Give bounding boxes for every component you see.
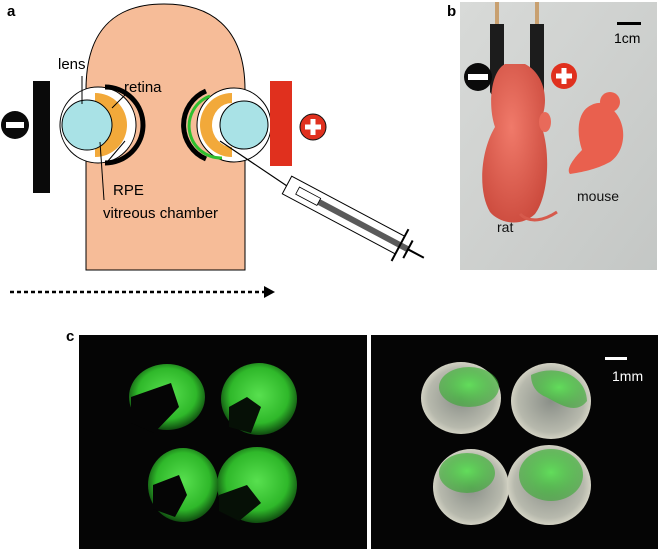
- scale-bar-b: [617, 22, 641, 25]
- label-retina: retina: [124, 79, 162, 96]
- panel-c-brightfield-image: [371, 335, 658, 549]
- panel-b-letter: b: [447, 3, 457, 20]
- fluorescent-retina: [129, 364, 205, 433]
- label-lens: lens: [58, 56, 86, 73]
- merged-retina: [511, 363, 591, 439]
- merged-retina: [433, 449, 509, 525]
- rat-image: [482, 64, 558, 223]
- plus-icon: [551, 63, 577, 89]
- label-mouse: mouse: [577, 188, 620, 204]
- scale-label-c: 1mm: [612, 368, 644, 384]
- panel-a-diagram: [1, 3, 425, 298]
- panel-c-letter: c: [66, 328, 75, 345]
- fluorescent-retina: [217, 447, 297, 523]
- plus-icon: [299, 113, 327, 141]
- right-eye: [181, 87, 272, 163]
- label-vitreous-chamber: vitreous chamber: [103, 205, 219, 222]
- fluorescent-retina: [221, 363, 297, 435]
- negative-electrode: [33, 81, 50, 193]
- positive-electrode: [270, 81, 292, 166]
- panel-a-letter: a: [7, 3, 16, 20]
- panel-c-fluorescence-image: [79, 335, 367, 549]
- label-rat: rat: [497, 219, 514, 235]
- label-rpe: RPE: [113, 182, 144, 199]
- minus-icon: [1, 111, 29, 139]
- lens-shape: [61, 99, 113, 151]
- panel-b-photo: [460, 2, 657, 270]
- merged-retina: [421, 362, 501, 434]
- arrow-icon: [10, 286, 275, 298]
- left-eye: [59, 84, 146, 166]
- scale-label-b: 1cm: [614, 30, 641, 46]
- mouse-image: [568, 92, 624, 174]
- syringe-icon: [219, 140, 425, 262]
- merged-retina: [507, 445, 591, 525]
- minus-icon: [464, 63, 492, 91]
- scale-bar-c: [605, 357, 627, 360]
- fluorescent-retina: [148, 448, 218, 522]
- head-shape: [85, 3, 246, 271]
